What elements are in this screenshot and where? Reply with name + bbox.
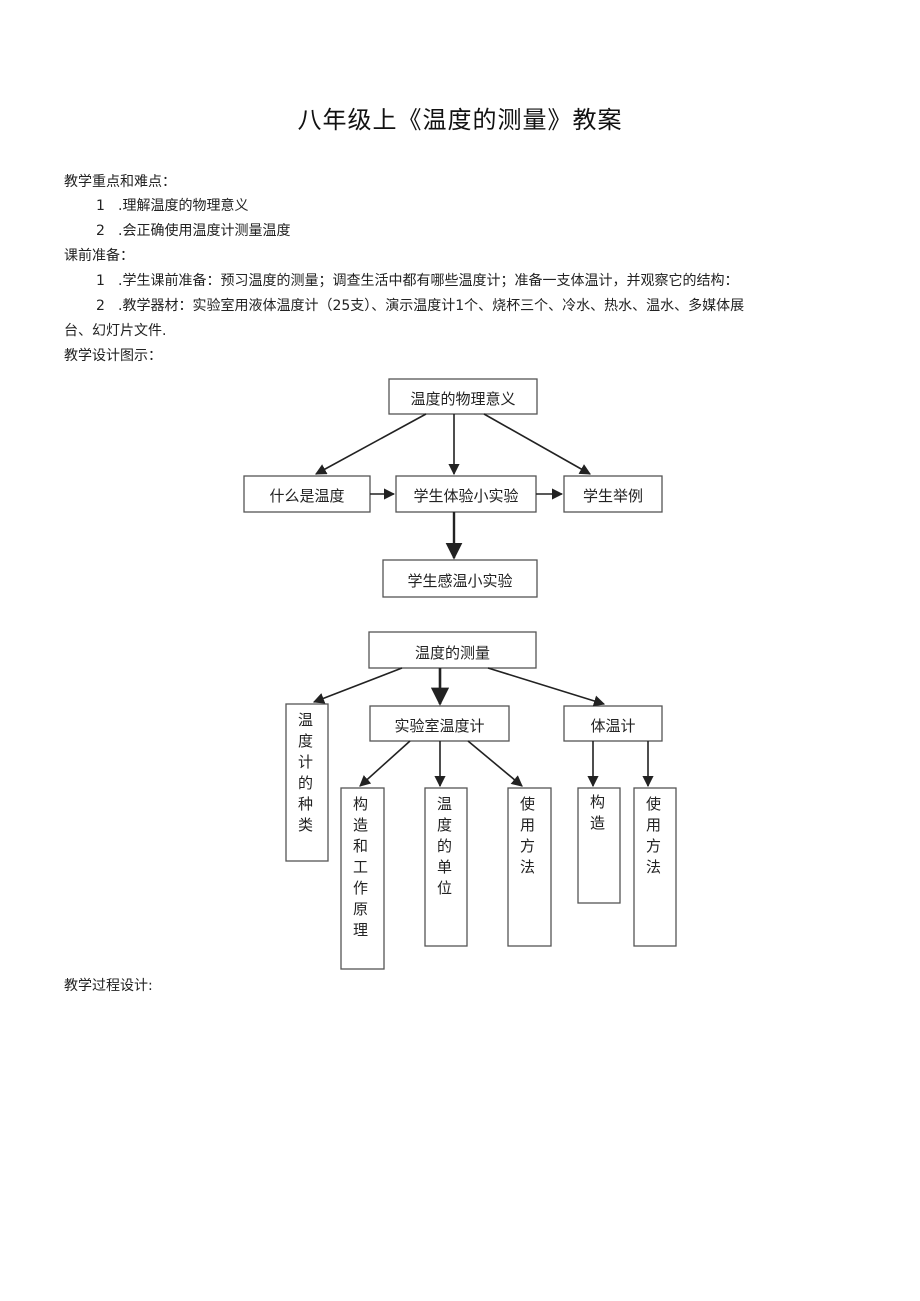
d1-center-label: 学生体验小实验: [413, 487, 519, 505]
d2-clinical-child-1-box: [577, 787, 621, 904]
d1-root-label: 温度的物理意义: [410, 390, 516, 408]
d2-arrow-lab-child-3: [467, 740, 523, 787]
d2-arrow-lab-child-1: [359, 740, 411, 787]
key-point-2: 2 .会正确使用温度计测量温度: [96, 221, 290, 241]
d2-clinical-box: [563, 705, 663, 742]
d1-bottom-box: [382, 559, 538, 598]
d2-lab-child-2-label: 温度的单位: [435, 796, 453, 901]
prep-item-2: 2 .教学器材：实验室用液体温度计（25支）、演示温度计1个、烧杯三个、冷水、热水…: [96, 296, 744, 316]
d2-clinical-child-1-label: 构造: [588, 794, 606, 836]
d2-types-box: [285, 703, 329, 862]
d2-clinical-label: 体温计: [590, 717, 636, 735]
d2-lab-child-1-box: [340, 787, 385, 970]
d2-lab-child-3-label: 使用方法: [518, 796, 536, 880]
d2-arrow-root-types: [312, 667, 403, 704]
prep-item-1: 1 .学生课前准备：预习温度的测量；调查生活中都有哪些温度计；准备一支体温计，并观…: [96, 271, 738, 291]
prep-item-1-num: 1: [96, 273, 105, 289]
key-point-2-text: .会正确使用温度计测量温度: [118, 223, 291, 239]
key-point-1: 1 .理解温度的物理意义: [96, 196, 248, 216]
d1-root-box: [388, 378, 538, 415]
process-heading: 教学过程设计:: [64, 978, 153, 994]
d2-lab-label: 实验室温度计: [394, 717, 485, 735]
d1-left-label: 什么是温度: [269, 487, 345, 505]
d2-types-label: 温度计的种类: [296, 712, 314, 838]
d2-lab-child-3-box: [507, 787, 552, 947]
d2-clinical-child-2-label: 使用方法: [644, 796, 662, 880]
prep-item-2-num: 2: [96, 298, 105, 314]
prep-item-1-text: .学生课前准备：预习温度的测量；调查生活中都有哪些温度计；准备一支体温计，并观察…: [118, 273, 739, 289]
key-point-1-num: 1: [96, 198, 105, 214]
key-point-2-num: 2: [96, 223, 105, 239]
d2-clinical-child-2-box: [633, 787, 677, 947]
key-points-heading: 教学重点和难点：: [64, 174, 176, 190]
d2-arrow-root-clinical: [487, 667, 606, 707]
d1-bottom-label: 学生感温小实验: [407, 572, 513, 590]
page-title: 八年级上《温度的测量》教案: [297, 106, 623, 134]
d1-arrow-root-right: [483, 413, 591, 475]
d2-lab-child-1-label: 构造和工作原理: [351, 796, 369, 943]
prep-item-2-text: .教学器材：实验室用液体温度计（25支）、演示温度计1个、烧杯三个、冷水、热水、…: [118, 298, 745, 314]
d1-right-label: 学生举例: [582, 487, 643, 505]
d1-right-box: [563, 475, 663, 513]
prep-item-2-continued: 台、幻灯片文件.: [64, 323, 167, 339]
prep-heading: 课前准备：: [64, 248, 134, 264]
d2-root-box: [368, 631, 537, 669]
key-point-1-text: .理解温度的物理意义: [118, 198, 249, 214]
diagram-heading: 教学设计图示：: [64, 348, 162, 364]
d2-root-label: 温度的测量: [414, 644, 490, 662]
d1-arrow-root-left: [315, 413, 427, 475]
d2-lab-child-2-box: [424, 787, 468, 947]
